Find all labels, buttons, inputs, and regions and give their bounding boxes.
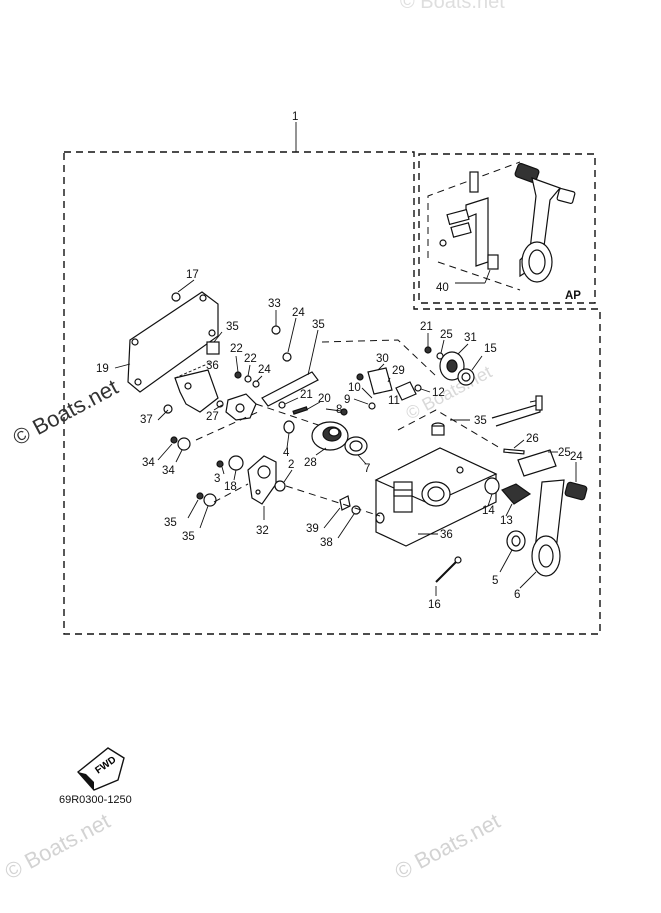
callout-45: 40	[436, 282, 449, 294]
callout-40: 36	[440, 529, 453, 541]
callout-42: 37	[140, 414, 153, 426]
callout-35a: 33	[268, 298, 281, 310]
callout-10: 10	[348, 382, 361, 394]
callout-7: 7	[364, 463, 370, 475]
callout-34: 32	[256, 525, 269, 537]
watermark-bottom-right: © Boats.net	[391, 808, 505, 884]
cover-plate	[127, 291, 219, 393]
callout-13: 13	[500, 515, 513, 527]
cam-assembly	[216, 393, 257, 421]
callout-39: 35	[474, 415, 487, 427]
control-housing	[374, 447, 498, 547]
callout-30: 28	[304, 457, 317, 469]
callout-44: 39	[306, 523, 319, 535]
callout-11: 11	[388, 395, 400, 407]
callout-28: 26	[526, 433, 539, 445]
cam-plate	[247, 455, 277, 505]
inset-lever-assembly: 40 AP	[427, 161, 581, 302]
callout-22a: 22	[230, 343, 243, 355]
callout-43: 38	[320, 537, 333, 549]
callout-5: 5	[492, 575, 498, 587]
callout-15: 15	[484, 343, 497, 355]
callout-22b: 21	[420, 321, 433, 333]
callout-32: 30	[376, 353, 389, 365]
callout-29: 27	[206, 411, 219, 423]
callout-4: 4	[283, 447, 290, 459]
callout-16: 16	[428, 599, 441, 611]
callout-41: 36	[206, 360, 219, 372]
watermark-bottom-left: © Boats.net	[1, 808, 115, 884]
callout-9: 9	[344, 394, 350, 406]
callout-8: 8	[336, 404, 342, 416]
callout-18: 18	[224, 481, 237, 493]
callout-38: 35	[226, 321, 239, 333]
callout-main: 1	[292, 111, 298, 123]
callout-35b: 34	[142, 457, 155, 469]
inset-boundary	[418, 153, 596, 304]
callout-2: 2	[288, 459, 294, 471]
inset-tag: AP	[565, 290, 581, 302]
callout-3: 3	[214, 473, 220, 485]
callout-12: 12	[432, 387, 445, 399]
assembly-boundary	[63, 151, 601, 635]
callout-20: 20	[318, 393, 331, 405]
watermark-left: © Boats.net	[9, 374, 123, 450]
callout-36b: 35	[182, 531, 195, 543]
callout-14: 14	[482, 505, 495, 517]
shift-gear	[311, 421, 349, 451]
callout-24a: 24	[292, 307, 305, 319]
callout-31: 29	[392, 365, 405, 377]
control-lever	[531, 479, 565, 577]
callout-33: 31	[464, 332, 477, 344]
watermark-top-right: © Boats.net	[400, 0, 505, 13]
fwd-direction-badge: FWD	[76, 747, 125, 791]
callout-19: 19	[96, 363, 109, 375]
callout-25: 25	[440, 329, 453, 341]
callout-35c: 35	[164, 517, 177, 529]
callout-17: 17	[186, 269, 199, 281]
callout-26: 24	[570, 451, 583, 463]
callout-24b: 24	[258, 364, 271, 376]
callout-36a: 34	[162, 465, 175, 477]
part-code: 69R0300-1250	[59, 794, 132, 806]
callout-37: 35	[312, 319, 325, 331]
callout-6: 6	[514, 589, 520, 601]
callout-27: 25	[558, 447, 571, 459]
callout-21: 21	[300, 389, 313, 401]
callout-23: 22	[244, 353, 257, 365]
